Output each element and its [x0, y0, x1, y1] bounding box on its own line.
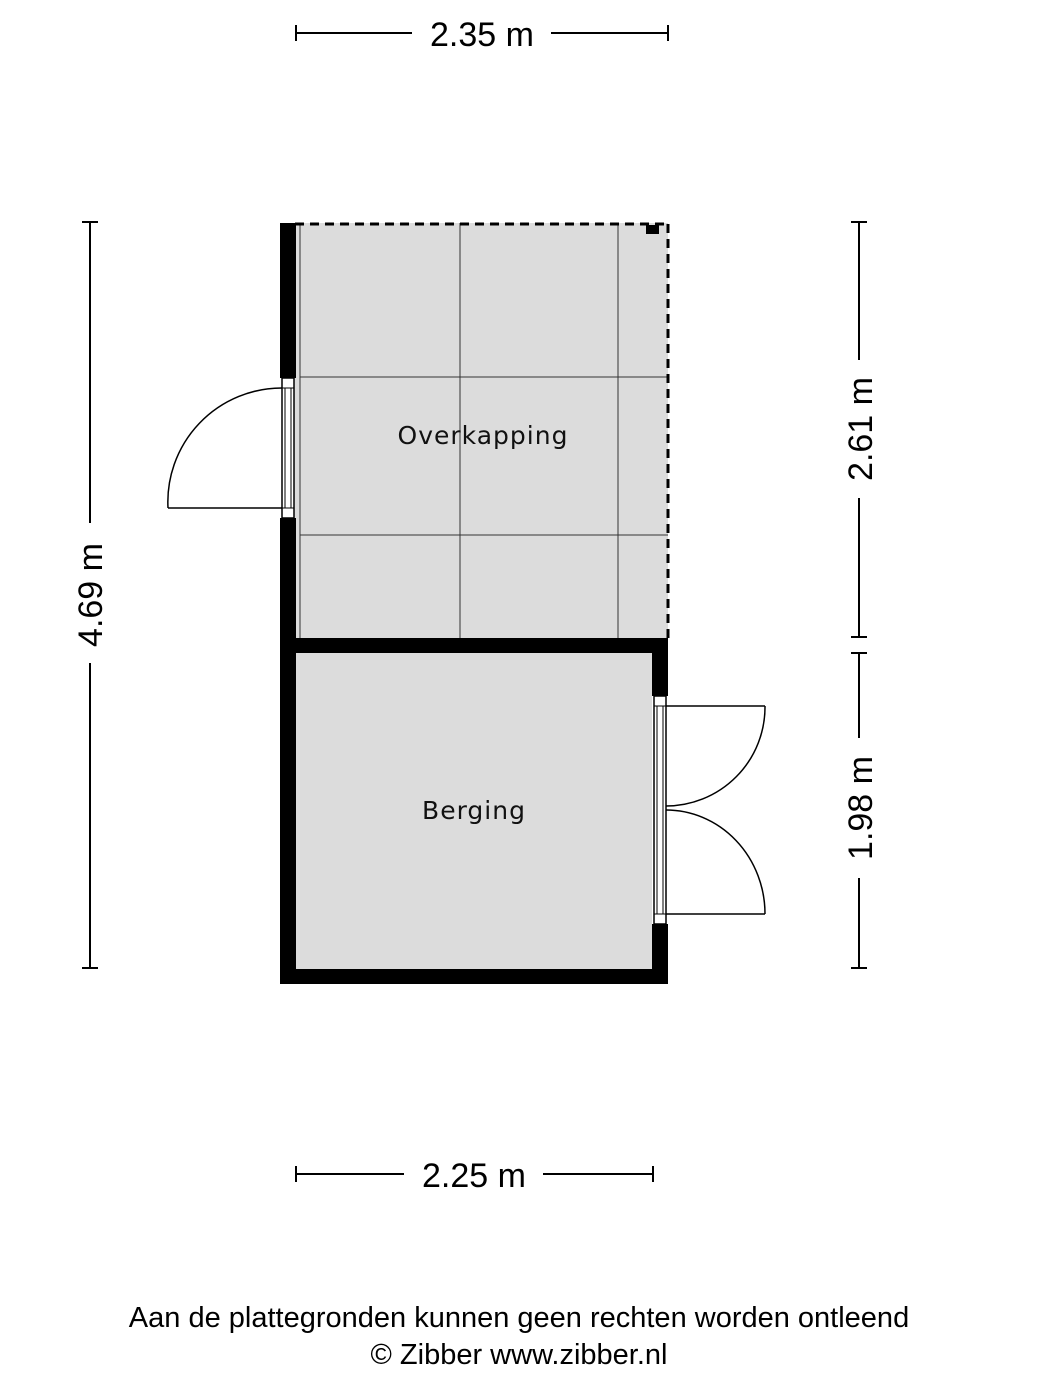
dimension-right-upper-label: 2.61 m [842, 377, 880, 481]
door-left [167, 377, 295, 519]
footer-copyright: © Zibber www.zibber.nl [370, 1339, 668, 1371]
open-edge-dashed [295, 222, 670, 638]
room-label-berging: Berging [422, 796, 526, 825]
dimension-left [82, 221, 98, 969]
corner-post [646, 225, 659, 234]
overkapping-floor [288, 223, 668, 638]
tile-grid [299, 223, 668, 638]
room-label-overkapping: Overkapping [398, 421, 569, 450]
dimension-bottom [295, 1166, 654, 1182]
dimension-right-lower-label: 1.98 m [842, 756, 880, 860]
berging-floor [296, 653, 652, 969]
footer-disclaimer: Aan de plattegronden kunnen geen rechten… [128, 1302, 910, 1334]
door-right-double [653, 695, 766, 925]
dimension-top-label: 2.35 m [430, 16, 534, 54]
dimension-left-label: 4.69 m [72, 543, 110, 647]
walls [280, 223, 668, 984]
dimension-bottom-label: 2.25 m [422, 1157, 526, 1195]
dimension-right-lower [851, 652, 867, 969]
dimension-top [295, 25, 669, 41]
dimension-right-upper [851, 221, 867, 638]
